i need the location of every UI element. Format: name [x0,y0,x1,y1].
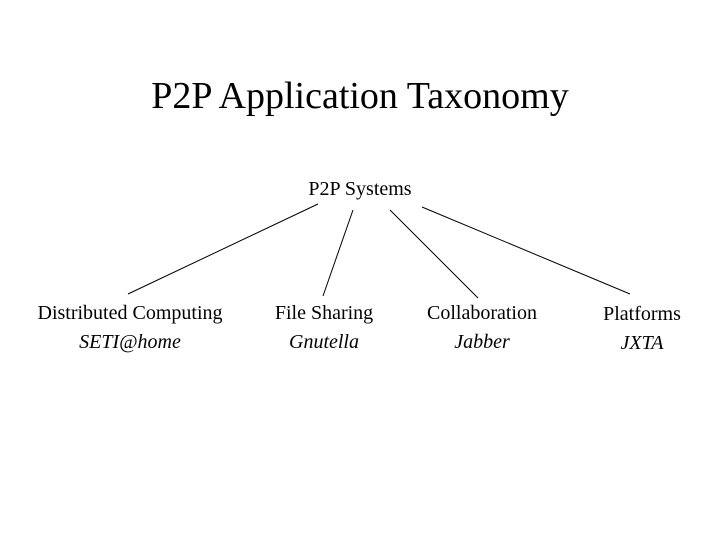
example-label: JXTA [620,332,664,354]
node-collaboration: Collaboration Jabber [402,299,562,357]
edge-collaboration [389,209,479,299]
category-label: File Sharing [274,302,374,324]
category-label: Collaboration [427,302,537,324]
root-node-label: P2P Systems [308,178,412,200]
edge-file-sharing [322,209,354,297]
node-distributed-computing: Distributed Computing SETI@home [10,299,250,357]
edge-platforms [421,206,631,295]
edge-distributed-computing [127,203,319,295]
example-label: Gnutella [289,331,359,353]
node-platforms: Platforms JXTA [572,300,712,358]
slide-title: P2P Application Taxonomy [151,75,569,117]
example-label: SETI@home [79,331,181,353]
example-label: Jabber [454,331,510,353]
category-label: Distributed Computing [37,302,223,324]
category-label: Platforms [603,303,681,325]
node-file-sharing: File Sharing Gnutella [254,299,394,357]
